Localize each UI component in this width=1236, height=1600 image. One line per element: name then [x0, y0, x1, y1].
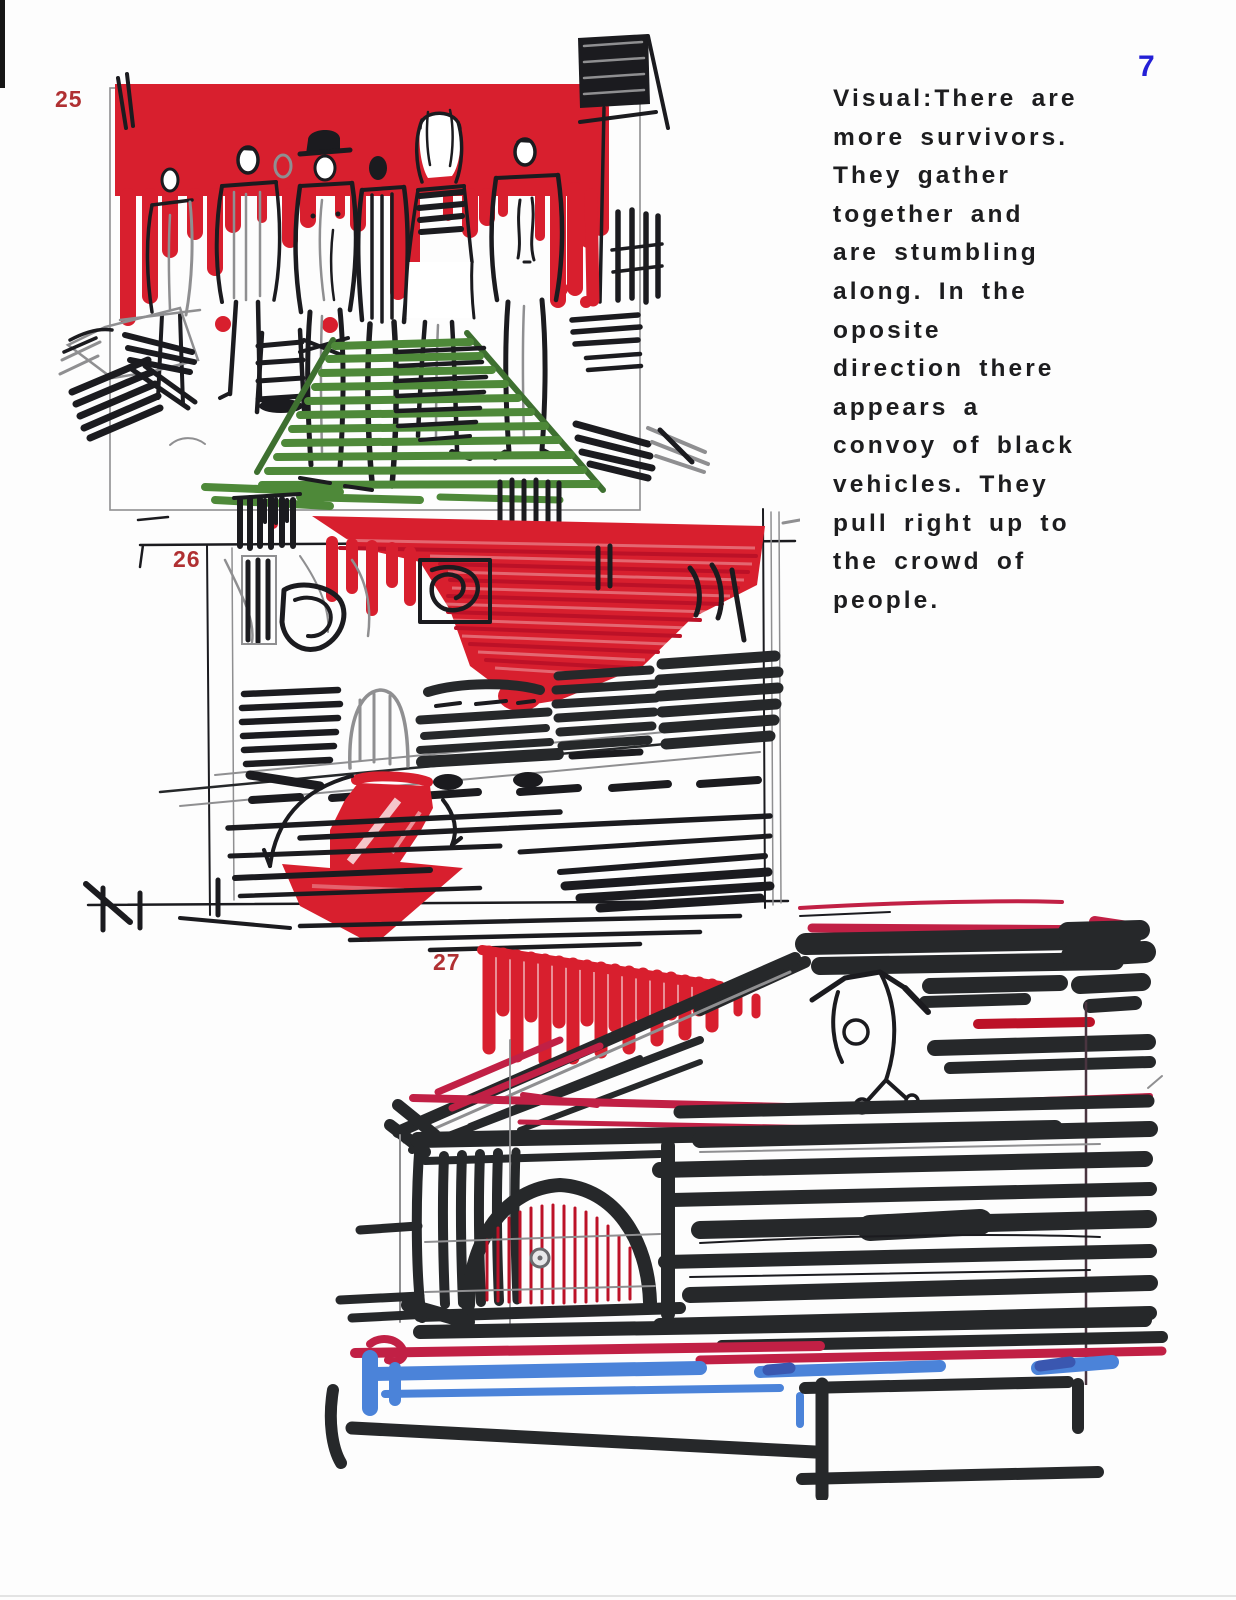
crowd-figures — [145, 108, 565, 489]
caption-line: are stumbling — [833, 239, 1039, 267]
caption-line: oposite — [833, 316, 942, 344]
page-number: 7 — [1138, 50, 1156, 83]
left-column-scribbles — [241, 543, 747, 652]
caption-line: more survivors. — [833, 123, 1069, 151]
scan-edge-artifact — [0, 0, 5, 88]
caption-block: Visual:There are more survivors. They ga… — [833, 80, 1133, 620]
bottom-scribbles — [83, 809, 775, 953]
figure — [214, 145, 282, 404]
scan-edge-artifact-bottom — [0, 1595, 1236, 1597]
debris-scribbles-left — [58, 306, 202, 442]
panel-frame — [109, 87, 641, 511]
figure-head-pencil — [273, 153, 293, 179]
caption-line: pull right up to — [833, 509, 1070, 537]
side-stripe-rows — [652, 1094, 1158, 1332]
hood-and-windshield — [384, 952, 811, 1158]
caption-line: Visual:There are — [833, 85, 1078, 112]
caption-line: direction there — [833, 355, 1055, 383]
caption-line: people. — [833, 586, 941, 614]
caption-line: the crowd of — [833, 548, 1027, 576]
debris-scribbles-right — [116, 72, 710, 531]
grille-front — [335, 1039, 1063, 1331]
caption-line: vehicles. They — [833, 470, 1049, 498]
figure — [293, 129, 359, 471]
panel-27-label: 27 — [433, 949, 461, 975]
red-banner — [115, 84, 609, 529]
vehicle-convoy — [158, 650, 784, 807]
panel-26-label: 26 — [173, 546, 201, 572]
caption-line: convoy of black — [833, 432, 1075, 460]
red-mass — [312, 516, 765, 711]
walkway-ink-scribbles — [169, 345, 489, 492]
panel-25-sketch — [58, 34, 710, 531]
caption-line: appears a — [833, 393, 981, 421]
blue-underline — [362, 1350, 1119, 1428]
chair-sketch — [254, 327, 307, 415]
red-fringe — [477, 945, 761, 1067]
figure — [355, 156, 411, 489]
street-sign — [578, 34, 670, 307]
black-vehicle-top-right — [795, 899, 1163, 1385]
green-walkway — [201, 330, 606, 510]
crimson-beltline — [409, 1093, 1153, 1131]
figure — [403, 108, 476, 461]
caption-line: They gather — [833, 162, 1011, 190]
caption-line: together and — [833, 200, 1024, 228]
red-down-arrow — [262, 771, 463, 942]
above-frame-scribbles — [223, 492, 330, 644]
caption-line: along. In the — [833, 277, 1028, 305]
panel-25-label: 25 — [55, 86, 83, 112]
windshield-figure — [809, 969, 931, 1115]
bumper-and-underline — [324, 1313, 1168, 1500]
figure — [145, 167, 194, 406]
figure — [489, 137, 565, 461]
